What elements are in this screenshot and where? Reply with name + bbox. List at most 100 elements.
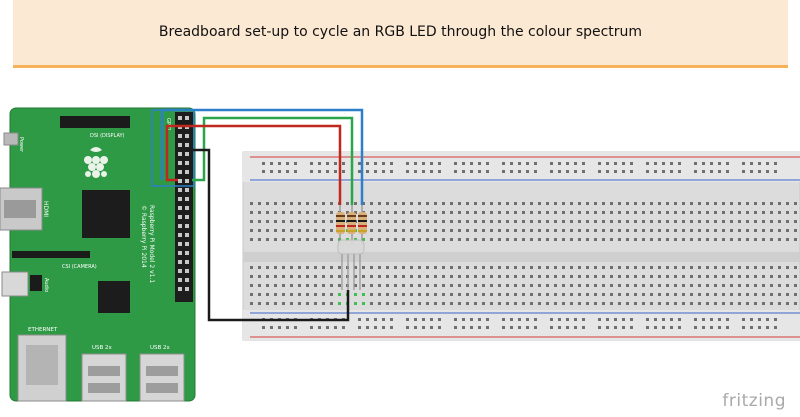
breadboard-hole [386, 293, 389, 296]
breadboard-hole [506, 211, 509, 214]
breadboard-hole [718, 326, 721, 329]
breadboard-hole [478, 326, 481, 329]
breadboard-hole [738, 284, 741, 287]
breadboard-hole [498, 211, 501, 214]
breadboard-hole [570, 293, 573, 296]
breadboard-hole [554, 220, 557, 223]
breadboard-hole [554, 266, 557, 269]
breadboard-hole [306, 229, 309, 232]
breadboard-hole [470, 326, 473, 329]
breadboard-hole [610, 220, 613, 223]
breadboard-hole [774, 162, 777, 165]
breadboard-hole [274, 293, 277, 296]
breadboard-hole [522, 293, 525, 296]
breadboard-hole [778, 202, 781, 205]
breadboard-hole [474, 266, 477, 269]
breadboard-hole [746, 220, 749, 223]
breadboard-hole [378, 238, 381, 241]
breadboard-hole [310, 326, 313, 329]
breadboard-hole [726, 318, 729, 321]
ground-wire [186, 148, 350, 322]
breadboard-hole [642, 302, 645, 305]
breadboard-hole [274, 302, 277, 305]
breadboard-hole [354, 293, 357, 296]
breadboard-hole [694, 170, 697, 173]
breadboard-hole [570, 211, 573, 214]
breadboard-hole [550, 326, 553, 329]
breadboard-hole [358, 318, 361, 321]
breadboard-hole [402, 302, 405, 305]
breadboard-hole [410, 211, 413, 214]
breadboard-hole [442, 238, 445, 241]
breadboard-hole [522, 211, 525, 214]
breadboard-hole [322, 238, 325, 241]
breadboard-hole [630, 162, 633, 165]
breadboard-hole [546, 211, 549, 214]
breadboard-hole [426, 220, 429, 223]
breadboard-hole [362, 238, 365, 241]
breadboard-hole [258, 238, 261, 241]
breadboard-hole [498, 293, 501, 296]
breadboard-hole [366, 170, 369, 173]
gpio-pin [178, 242, 182, 246]
breadboard-hole [466, 275, 469, 278]
breadboard-hole [762, 266, 765, 269]
breadboard-hole [722, 211, 725, 214]
breadboard-hole [650, 238, 653, 241]
breadboard-hole [354, 284, 357, 287]
breadboard-hole [426, 211, 429, 214]
breadboard-hole [274, 229, 277, 232]
breadboard-hole [722, 293, 725, 296]
breadboard-hole [454, 326, 457, 329]
breadboard-hole [314, 266, 317, 269]
breadboard-hole [662, 318, 665, 321]
csi-connector [12, 251, 90, 258]
breadboard-hole [570, 275, 573, 278]
breadboard-hole [770, 275, 773, 278]
gpio-pin [185, 206, 189, 210]
gpio-pin [178, 161, 182, 165]
usb-port-2 [139, 353, 185, 402]
breadboard-hole [426, 202, 429, 205]
breadboard-hole [458, 238, 461, 241]
breadboard-hole [546, 275, 549, 278]
breadboard-hole [598, 318, 601, 321]
ethernet-label: ETHERNET [28, 327, 58, 333]
usb-port-1 [81, 353, 127, 402]
breadboard-hole [650, 275, 653, 278]
breadboard-hole [702, 162, 705, 165]
breadboard-hole [674, 284, 677, 287]
breadboard-hole [366, 318, 369, 321]
breadboard-hole [634, 266, 637, 269]
breadboard-hole [374, 170, 377, 173]
breadboard-hole [514, 302, 517, 305]
breadboard-hole [394, 266, 397, 269]
breadboard-hole [770, 284, 773, 287]
breadboard-hole [502, 318, 505, 321]
breadboard-hole [354, 202, 357, 205]
breadboard-hole [434, 284, 437, 287]
breadboard-hole [330, 275, 333, 278]
breadboard-hole [258, 220, 261, 223]
breadboard-hole [534, 326, 537, 329]
breadboard-hole [626, 202, 629, 205]
breadboard-hole [642, 238, 645, 241]
breadboard-hole [546, 266, 549, 269]
breadboard-hole [258, 293, 261, 296]
breadboard-hole [490, 202, 493, 205]
breadboard-hole [298, 302, 301, 305]
breadboard-hole [330, 229, 333, 232]
breadboard-hole [554, 302, 557, 305]
breadboard-hole [522, 266, 525, 269]
breadboard-hole [778, 266, 781, 269]
breadboard-hole [690, 202, 693, 205]
breadboard-hole [778, 211, 781, 214]
breadboard-hole [674, 229, 677, 232]
breadboard-hole [426, 293, 429, 296]
breadboard-hole [342, 170, 345, 173]
breadboard-hole [774, 170, 777, 173]
breadboard-hole [682, 266, 685, 269]
breadboard-hole [746, 211, 749, 214]
breadboard-hole [674, 238, 677, 241]
breadboard-hole [726, 162, 729, 165]
